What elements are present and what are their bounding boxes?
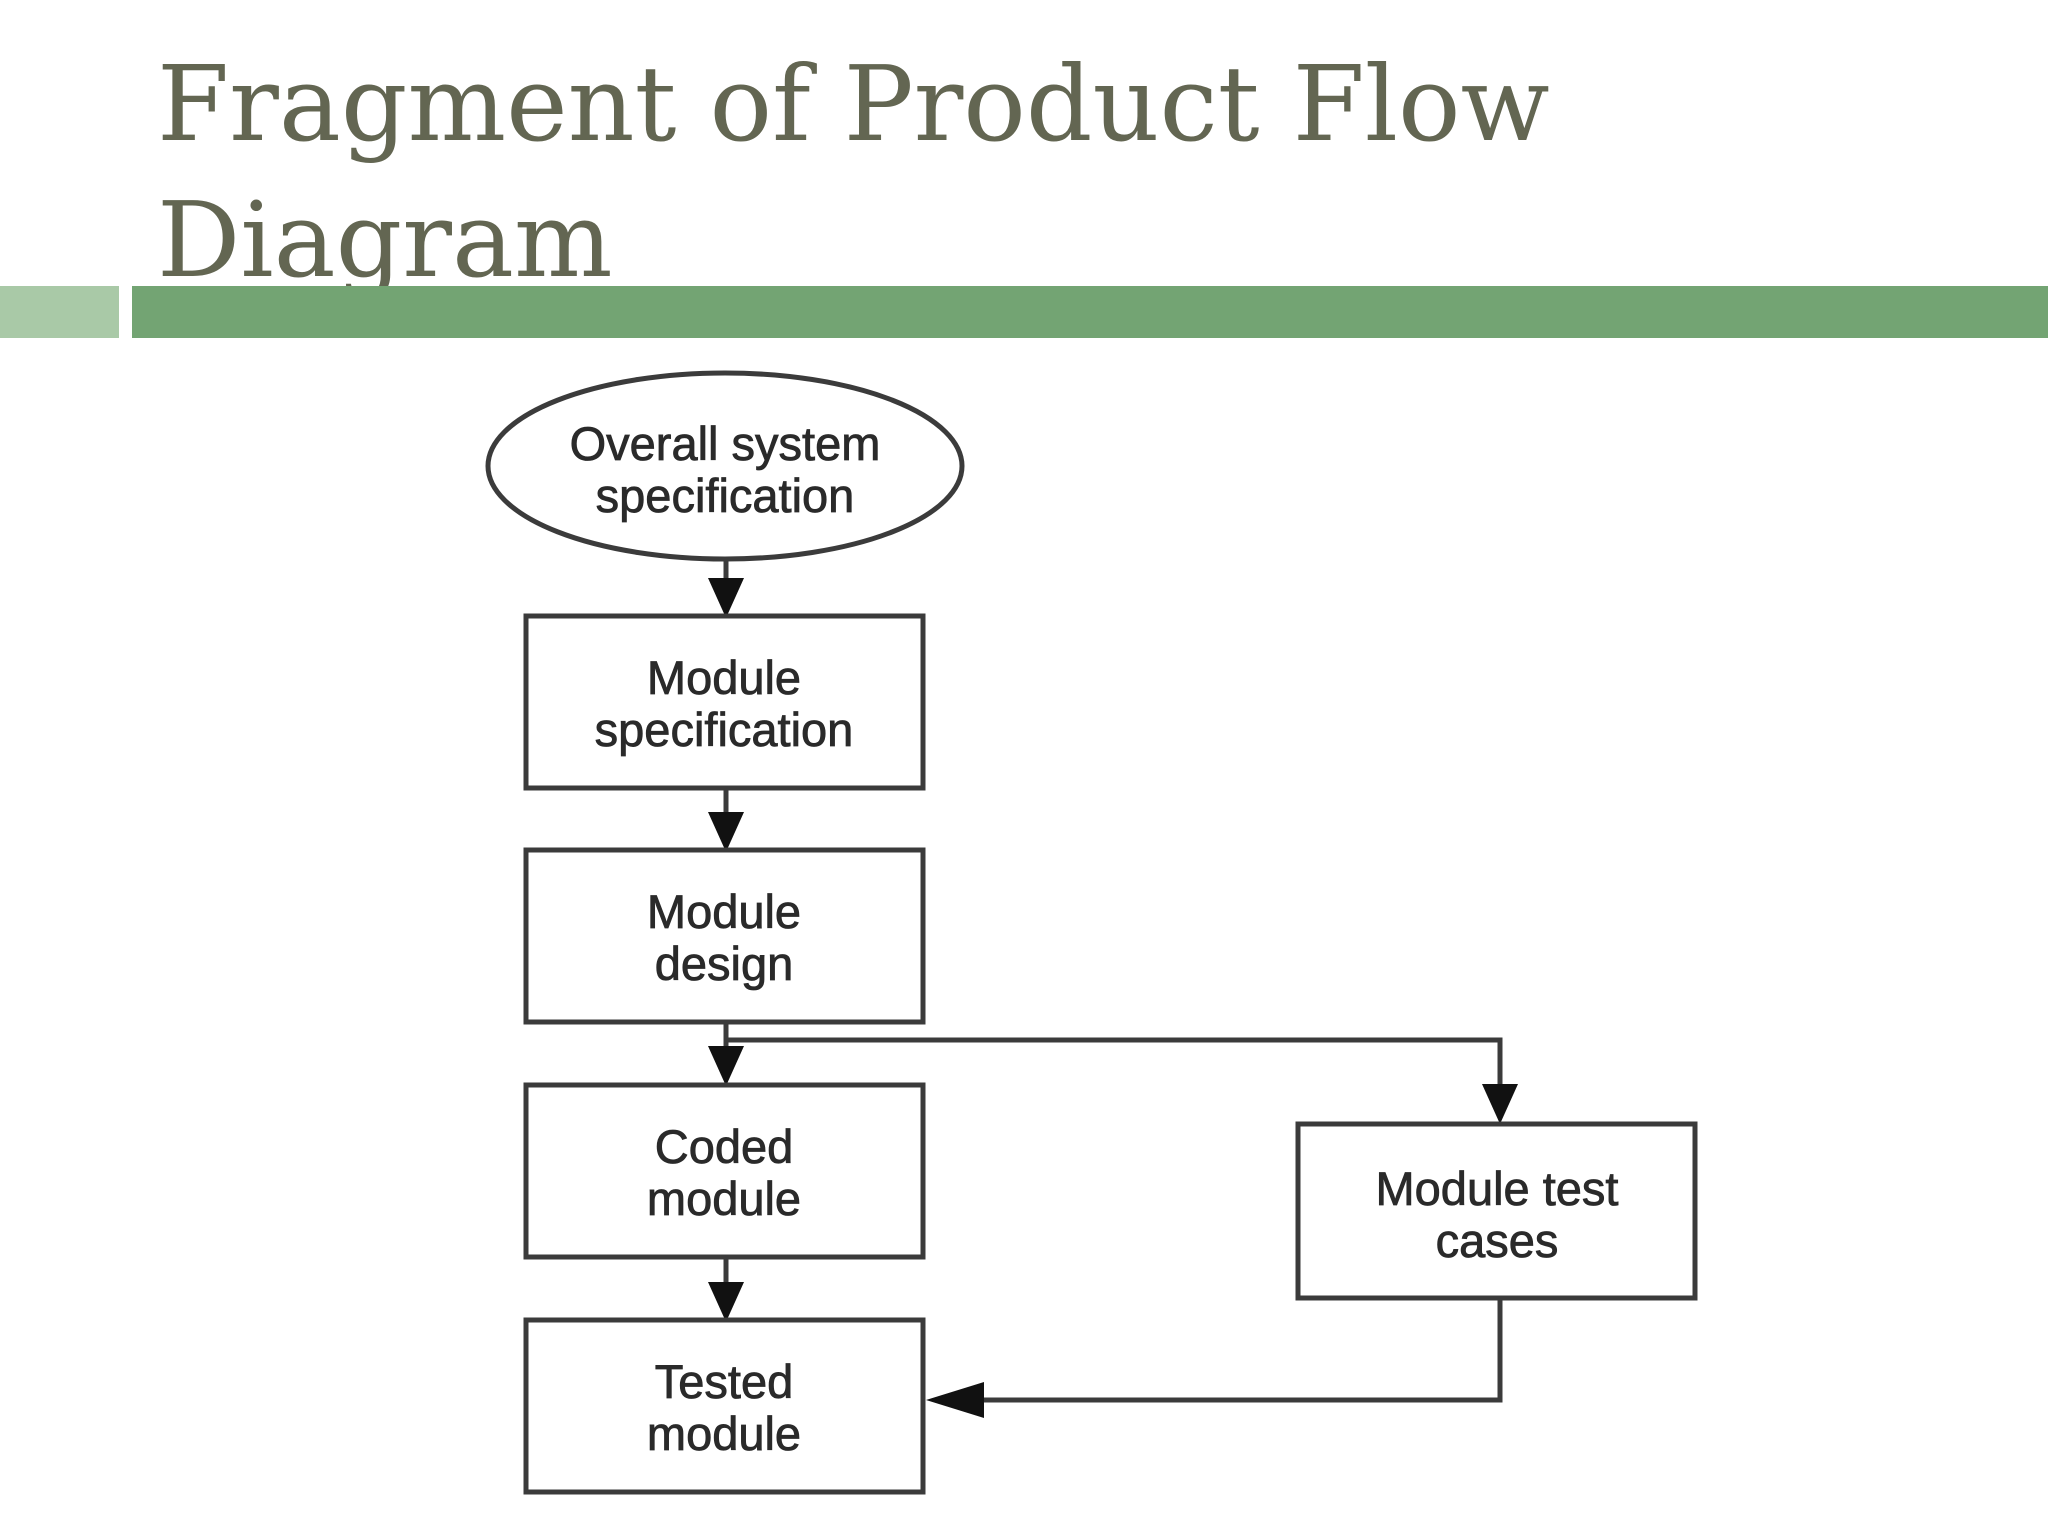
arrowhead-module-design [708,812,744,852]
node-tested-module-line-1: Tested [655,1355,793,1408]
arrowhead-module-test-cases [1482,1084,1518,1124]
arrowhead-module-spec [708,578,744,618]
slide-title-line-1: Fragment of Product Flow [157,43,1550,165]
accent-bar-left [0,286,119,338]
node-test-cases-line-1: Module test [1376,1162,1619,1215]
node-module-test-cases: Module test cases [1295,1121,1698,1301]
node-test-cases-line-2: cases [1436,1214,1559,1267]
node-coded-module-line-2: module [647,1172,801,1225]
edge-design-to-test-cases [726,1037,1503,1098]
arrowhead-coded-module [708,1046,744,1086]
slide-title-line-2: Diagram [157,179,613,301]
accent-bar-main [132,286,2048,338]
edge-test-cases-to-tested [960,1298,1503,1403]
node-module-specification: Module specification [523,613,926,791]
node-coded-module: Coded module [523,1082,926,1260]
node-module-spec-line-2: specification [595,703,854,756]
slide-title: Fragment of Product Flow Diagram [157,36,1857,308]
node-tested-module: Tested module [523,1317,926,1495]
node-module-spec-line-1: Module [647,651,801,704]
node-overall-system-specification: Overall system specification [485,370,965,562]
arrowhead-tested-module-top [708,1282,744,1322]
node-module-design-line-2: design [655,937,794,990]
node-tested-module-line-2: module [647,1407,801,1460]
node-module-design-line-1: Module [647,885,801,938]
node-coded-module-line-1: Coded [655,1120,794,1173]
diagram-edges [708,558,1518,1418]
node-overall-spec-line-2: specification [596,469,855,522]
arrowhead-tested-module-side [926,1382,984,1418]
node-module-design: Module design [523,847,926,1025]
node-overall-spec-line-1: Overall system [570,417,881,470]
